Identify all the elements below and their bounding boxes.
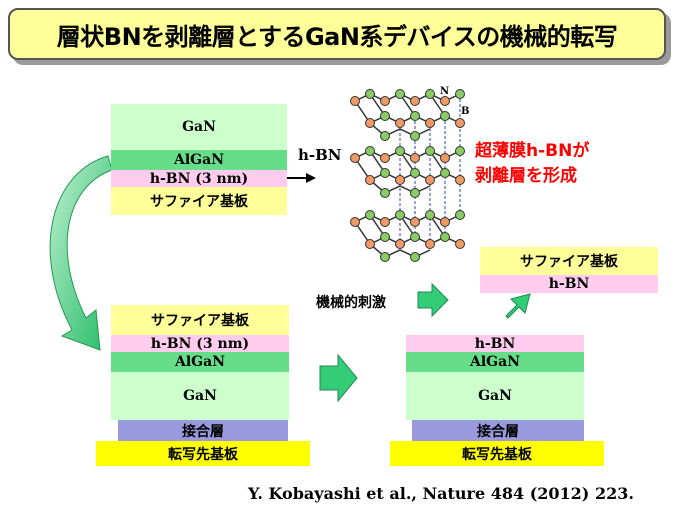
stack-after-gan: GaN xyxy=(406,372,584,420)
stack-before-sapphire: サファイア基板 xyxy=(111,187,287,215)
process-arrow xyxy=(319,353,358,403)
title-banner: 層状BNを剥離層とするGaN系デバイスの機械的転写 xyxy=(8,8,666,60)
stack-flipped-sapphire: サファイア基板 xyxy=(111,305,289,335)
stack-after-target: 転写先基板 xyxy=(390,441,604,466)
stack-after-bonding: 接合層 xyxy=(412,420,584,441)
citation: Y. Kobayashi et al., Nature 484 (2012) 2… xyxy=(248,484,634,503)
peeled-hbn: h-BN xyxy=(480,275,658,293)
page-title: 層状BNを剥離層とするGaN系デバイスの機械的転写 xyxy=(56,22,618,51)
annotation-line-2: 剥離層を形成 xyxy=(475,166,577,186)
flip-arrow xyxy=(49,155,113,351)
stack-flipped-target: 転写先基板 xyxy=(96,441,310,466)
stack-after-algan: AlGaN xyxy=(406,352,584,372)
stimulus-arrow xyxy=(417,282,449,318)
stack-flipped-bonding: 接合層 xyxy=(118,420,288,441)
hbn-pointer-label: h-BN xyxy=(298,146,342,164)
stack-before-hbn: h-BN (3 nm) xyxy=(111,170,287,187)
stack-before-gan: GaN xyxy=(111,104,287,150)
nitrogen-label: N xyxy=(440,86,450,97)
boron-label: B xyxy=(461,106,470,117)
stack-flipped-hbn: h-BN (3 nm) xyxy=(111,335,289,352)
mechanical-stimulus-label: 機械的刺激 xyxy=(316,295,386,311)
hbn-atoms xyxy=(350,89,465,262)
stack-after-hbn: h-BN xyxy=(406,335,584,352)
stack-before-algan: AlGaN xyxy=(111,150,287,170)
annotation-line-1: 超薄膜h-BNが xyxy=(475,141,590,161)
stack-flipped-algan: AlGaN xyxy=(111,352,289,372)
interlayer-bonds xyxy=(399,94,461,244)
peel-arrow xyxy=(505,293,531,319)
peeled-sapphire: サファイア基板 xyxy=(480,247,658,275)
stack-flipped-gan: GaN xyxy=(111,372,289,420)
